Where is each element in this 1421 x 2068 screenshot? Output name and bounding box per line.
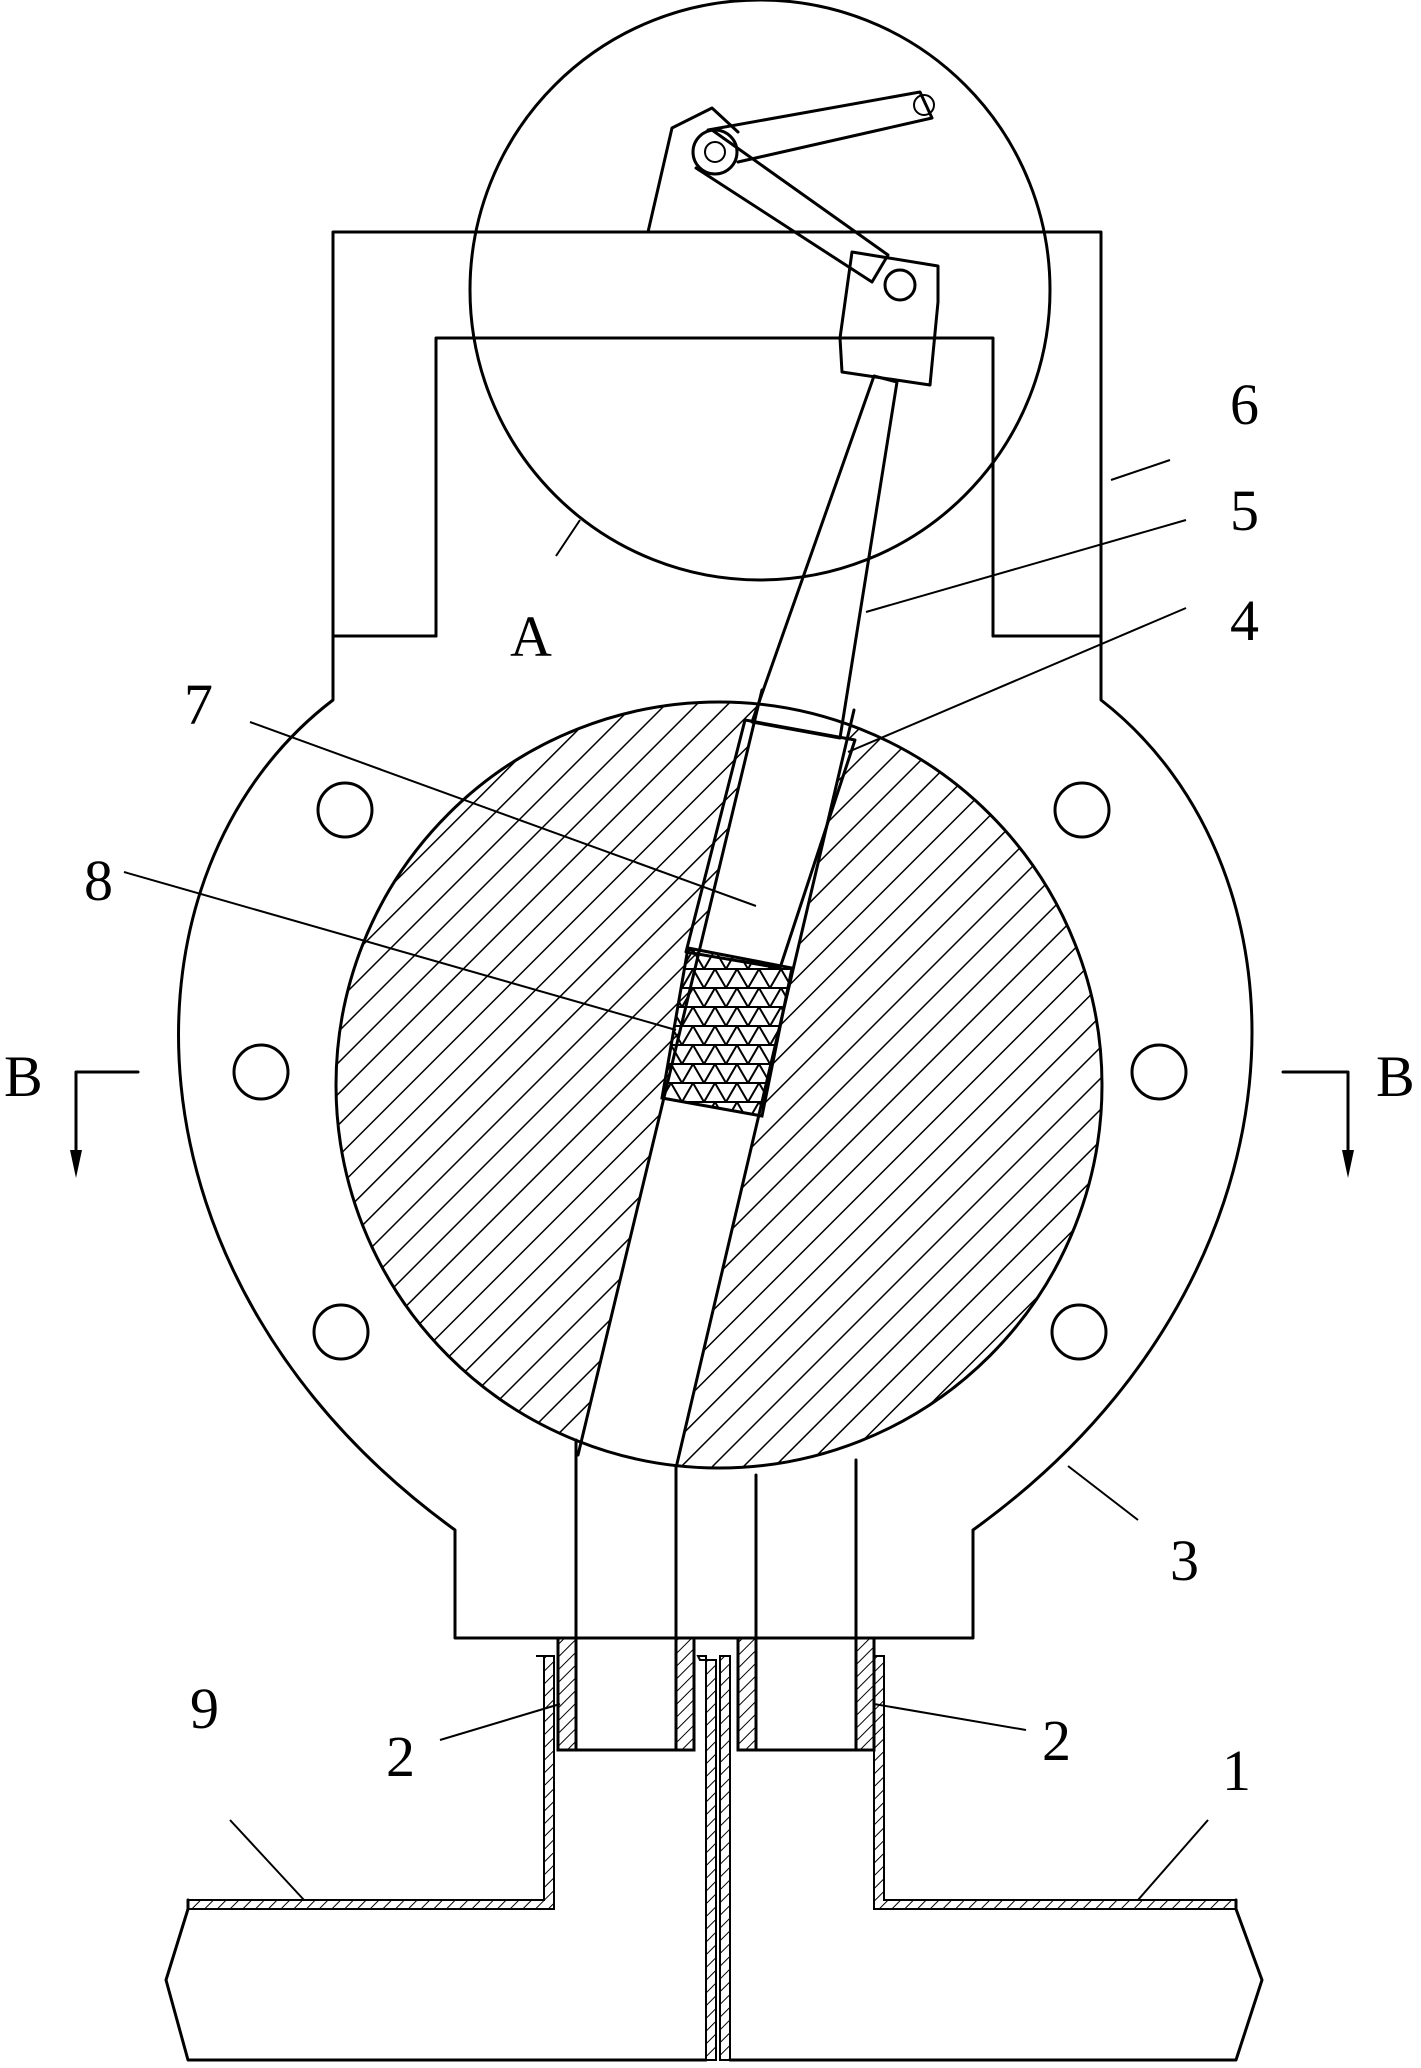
- label-section-b-left: B: [4, 1044, 43, 1109]
- leader-lines: [123, 459, 1209, 1901]
- filter-mesh: [660, 946, 794, 1118]
- valve-body: [177, 634, 1254, 1640]
- section-marks: [70, 1070, 1354, 1178]
- label-6: 6: [1230, 372, 1259, 437]
- label-8: 8: [84, 848, 113, 913]
- pipes: [164, 1898, 1264, 2062]
- bracket-frame: [331, 230, 1103, 638]
- label-4: 4: [1230, 588, 1259, 653]
- pipe-walls: [187, 1655, 1237, 2061]
- label-3: 3: [1170, 1528, 1199, 1593]
- label-5: 5: [1230, 478, 1259, 543]
- detail-circle-a: [468, 0, 1052, 582]
- label-2-left: 2: [386, 1724, 415, 1789]
- label-detail-a: A: [510, 604, 552, 669]
- label-section-b-right: B: [1376, 1044, 1415, 1109]
- label-9: 9: [190, 1676, 219, 1741]
- label-7: 7: [184, 672, 213, 737]
- reference-labels: 1 2 2 3 4 5 6 7 8 9 A B B: [4, 372, 1415, 1803]
- label-2-right: 2: [1042, 1708, 1071, 1773]
- bolt-holes: [232, 781, 1188, 1361]
- label-1: 1: [1222, 1738, 1251, 1803]
- valve-ports: [574, 1438, 858, 1752]
- sealing-sleeves: [556, 1636, 876, 1752]
